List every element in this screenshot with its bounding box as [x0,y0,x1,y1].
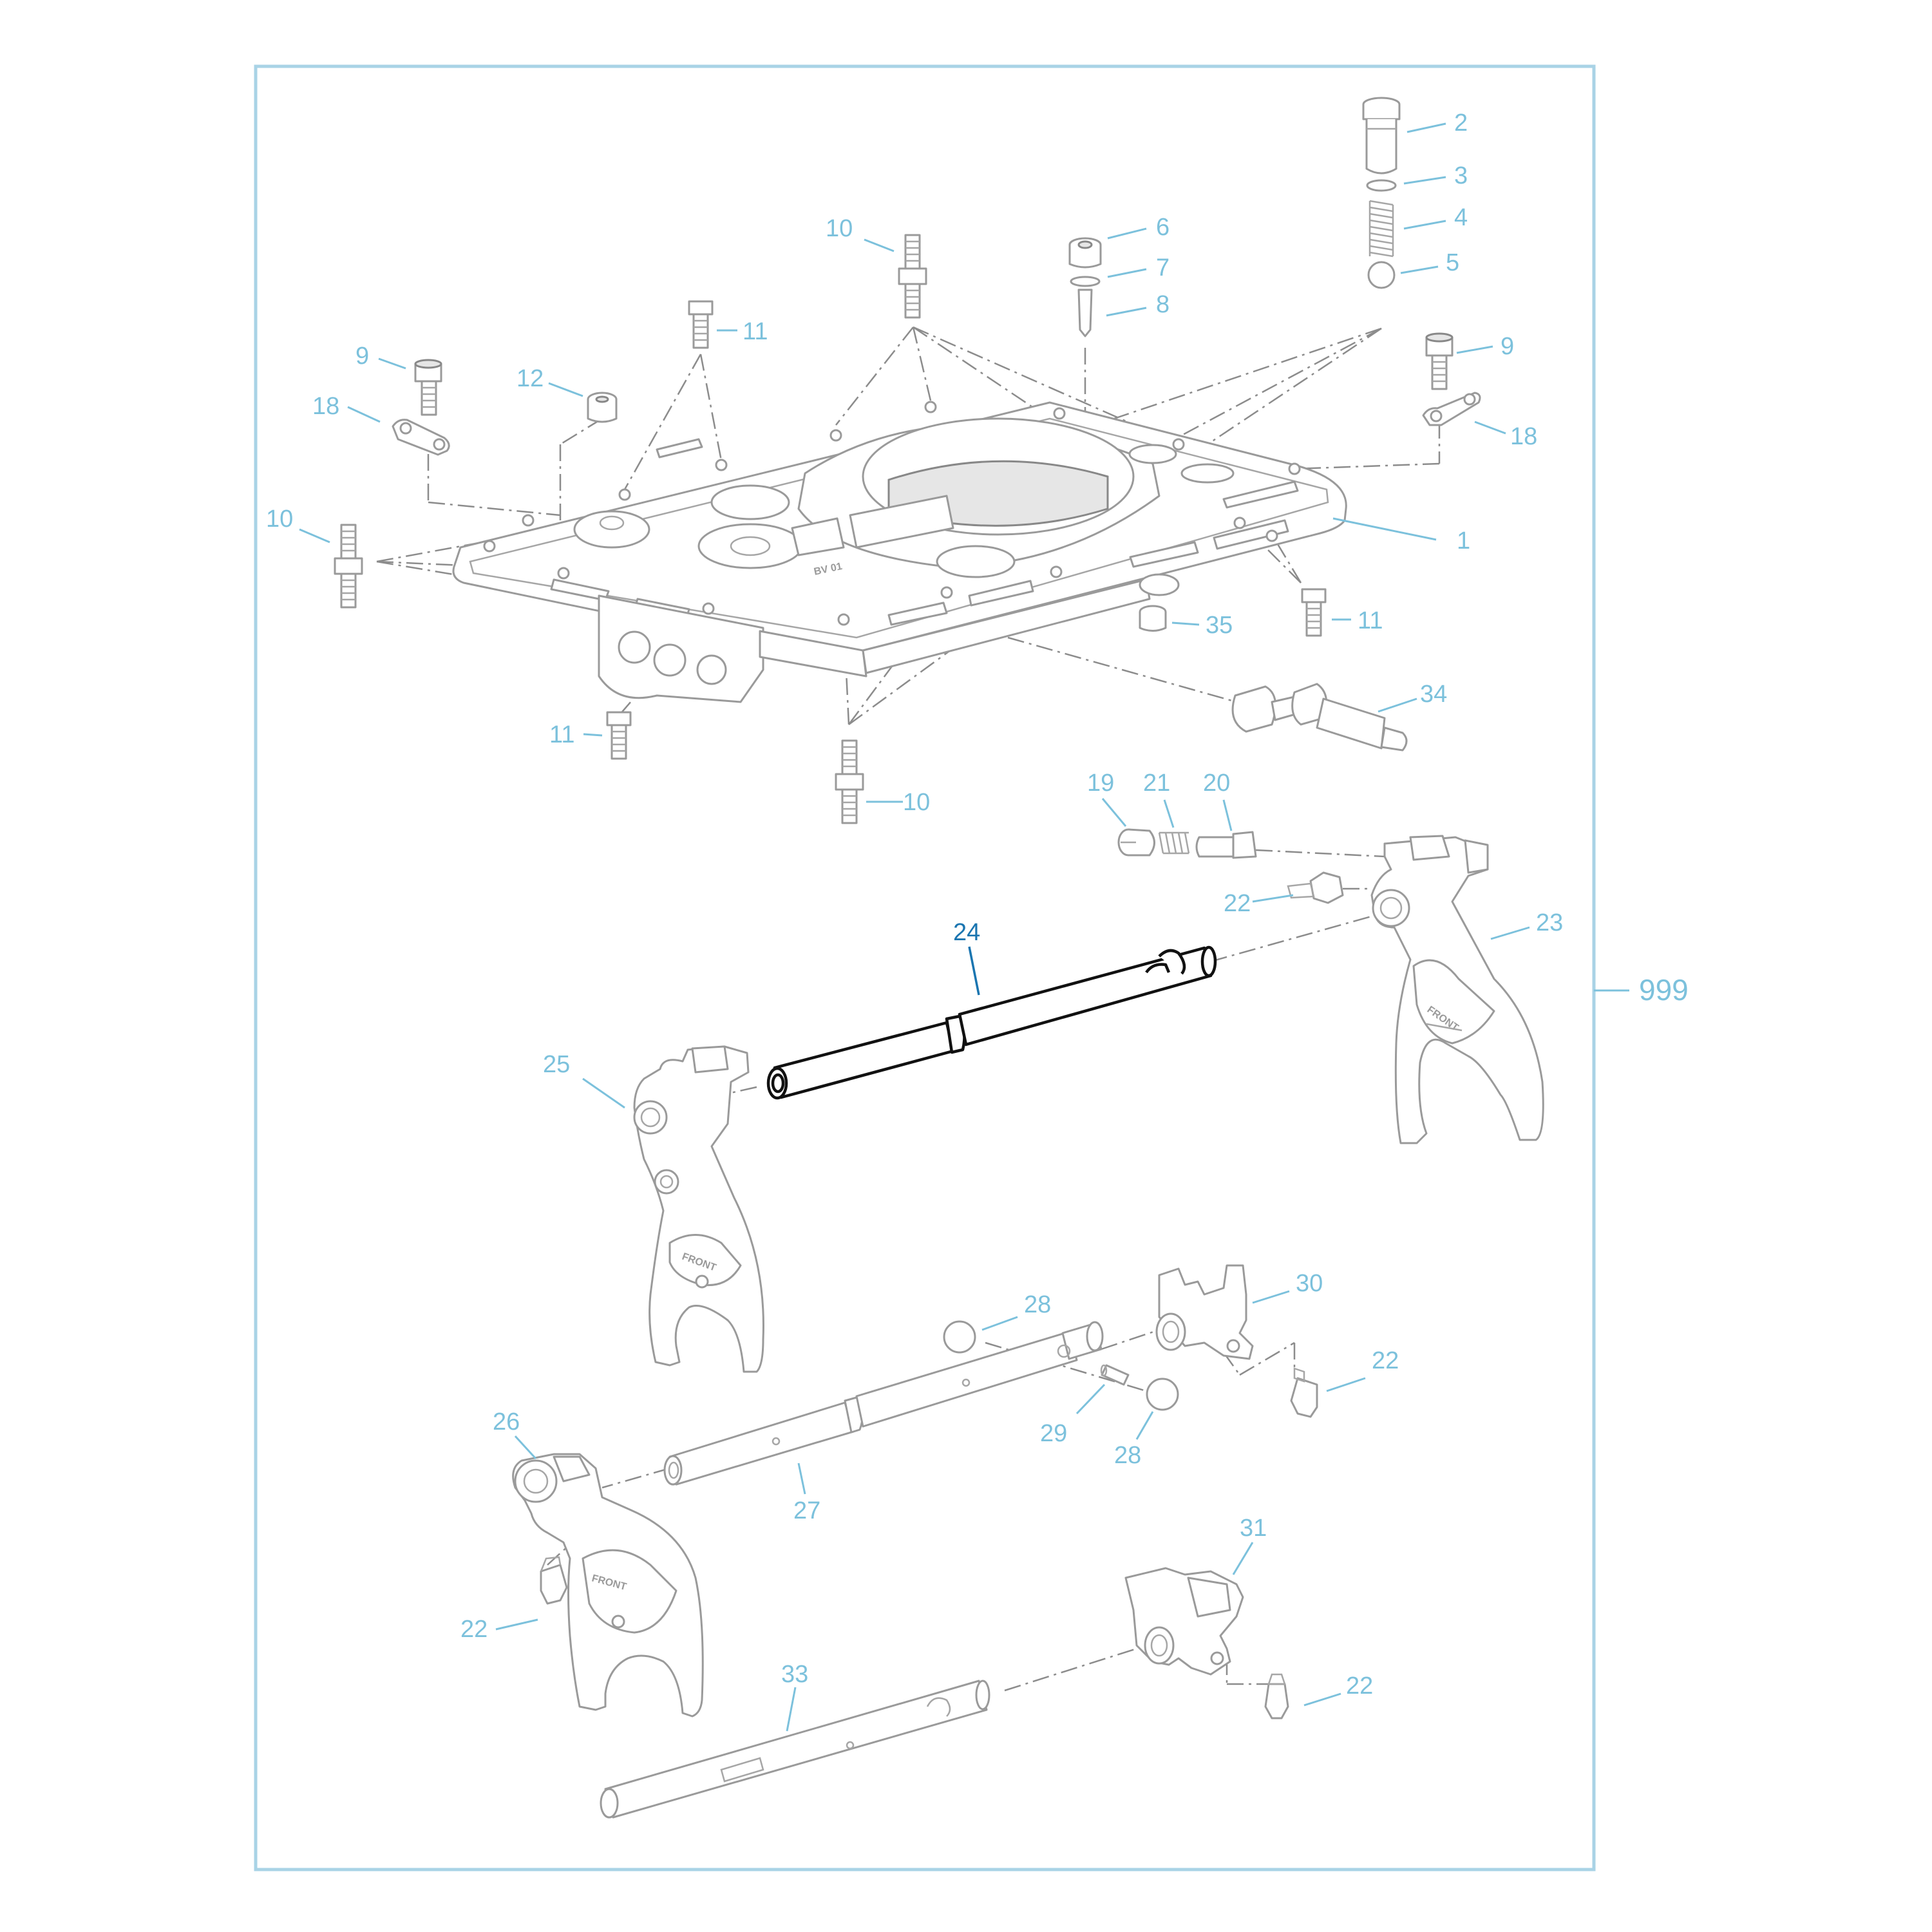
stud-part-10-bottom[interactable] [835,739,864,824]
callout-5[interactable]: 5 [1446,249,1459,276]
plug-part-2[interactable] [1362,97,1401,175]
shift-lug-part-30[interactable] [1155,1264,1254,1360]
shift-cover-plate[interactable]: BV 01 [452,401,1347,703]
callout-25[interactable]: 25 [543,1051,570,1078]
bolt-part-11-bottom[interactable] [606,711,632,760]
callout-4[interactable]: 4 [1454,204,1468,231]
cap-part-6[interactable] [1068,237,1102,269]
callout-18-right[interactable]: 18 [1510,423,1537,450]
callout-23[interactable]: 23 [1536,909,1563,936]
ball-part-28-lower[interactable] [1146,1378,1179,1411]
callout-8[interactable]: 8 [1156,291,1170,318]
callout-28-lower[interactable]: 28 [1114,1442,1141,1469]
washer-part-7[interactable] [1070,276,1101,287]
callout-10-top[interactable]: 10 [826,215,853,242]
detent-spring-part-21[interactable] [1158,831,1190,855]
callout-22-a[interactable]: 22 [1224,890,1251,917]
bolt-part-11-top[interactable] [688,300,714,349]
ball-part-5[interactable] [1367,261,1396,289]
o-ring-part-3[interactable] [1366,179,1397,192]
detent-plunger-part-20[interactable] [1195,831,1257,859]
callout-1[interactable]: 1 [1457,527,1470,554]
ball-part-28-upper[interactable] [943,1320,976,1354]
callout-18-left[interactable]: 18 [312,393,339,420]
callout-19[interactable]: 19 [1087,770,1114,797]
callout-33[interactable]: 33 [781,1661,808,1688]
callout-10-bottom[interactable]: 10 [903,789,930,816]
detent-cap-part-19[interactable] [1117,828,1155,857]
callout-7[interactable]: 7 [1156,254,1170,281]
callout-31[interactable]: 31 [1240,1515,1267,1542]
screw-part-22-a[interactable] [1287,871,1344,904]
bolt-part-9-left[interactable] [414,359,442,416]
shift-rail-part-27[interactable] [663,1321,1104,1486]
callout-28-upper[interactable]: 28 [1024,1291,1051,1318]
pin-part-29[interactable] [1100,1364,1130,1386]
stud-part-10-left[interactable] [334,524,363,609]
callout-22-c[interactable]: 22 [460,1616,488,1643]
shift-fork-part-26[interactable]: FRONT [512,1453,704,1718]
shift-fork-part-25[interactable]: FRONT [633,1045,764,1373]
nut-part-12[interactable] [587,392,618,423]
callout-9-left[interactable]: 9 [355,343,369,370]
screw-part-22-c[interactable] [540,1556,568,1605]
callout-9-right[interactable]: 9 [1501,333,1514,360]
screw-part-22-d[interactable] [1264,1673,1289,1719]
shift-rail-part-24[interactable] [766,945,1217,1100]
callout-21[interactable]: 21 [1143,770,1170,797]
screw-part-22-b[interactable] [1290,1367,1318,1418]
callout-12[interactable]: 12 [516,365,544,392]
callout-22-b[interactable]: 22 [1372,1347,1399,1374]
callout-26[interactable]: 26 [493,1408,520,1435]
callouts: 1 2 3 4 5 6 7 8 9 9 10 10 10 [266,109,1563,1732]
assembly-callout-999[interactable]: 999 [1639,973,1689,1007]
callout-11-bottom[interactable]: 11 [549,721,574,748]
callout-30[interactable]: 30 [1296,1270,1323,1297]
callout-35[interactable]: 35 [1206,612,1233,639]
bracket-part-18-right[interactable] [1422,392,1481,426]
shift-fork-part-23[interactable]: FRONT [1370,835,1544,1144]
interlock-rod-part-34[interactable] [1231,683,1408,752]
shift-lug-part-31[interactable] [1124,1567,1244,1676]
assembly-frame [254,64,1596,1871]
callout-2[interactable]: 2 [1454,109,1468,137]
bolt-part-9-right[interactable] [1425,332,1454,390]
pin-part-8[interactable] [1077,289,1093,337]
callout-11-top[interactable]: 11 [743,318,768,345]
bracket-part-18-left[interactable] [392,419,450,456]
callout-24[interactable]: 24 [953,919,980,946]
callout-10-left[interactable]: 10 [266,506,293,533]
bolt-part-11-right[interactable] [1301,588,1327,637]
callout-6[interactable]: 6 [1156,214,1170,241]
callout-22-d[interactable]: 22 [1346,1672,1373,1700]
callout-20[interactable]: 20 [1203,770,1230,797]
callout-27[interactable]: 27 [793,1497,820,1524]
callout-3[interactable]: 3 [1454,162,1468,189]
bushing-part-35[interactable] [1139,605,1167,632]
callout-34[interactable]: 34 [1420,681,1447,708]
spring-part-4[interactable] [1368,200,1394,258]
stud-part-10-top[interactable] [898,234,927,319]
callout-29[interactable]: 29 [1040,1420,1067,1447]
shift-rail-part-33[interactable] [600,1680,990,1819]
callout-11-right[interactable]: 11 [1358,607,1383,634]
